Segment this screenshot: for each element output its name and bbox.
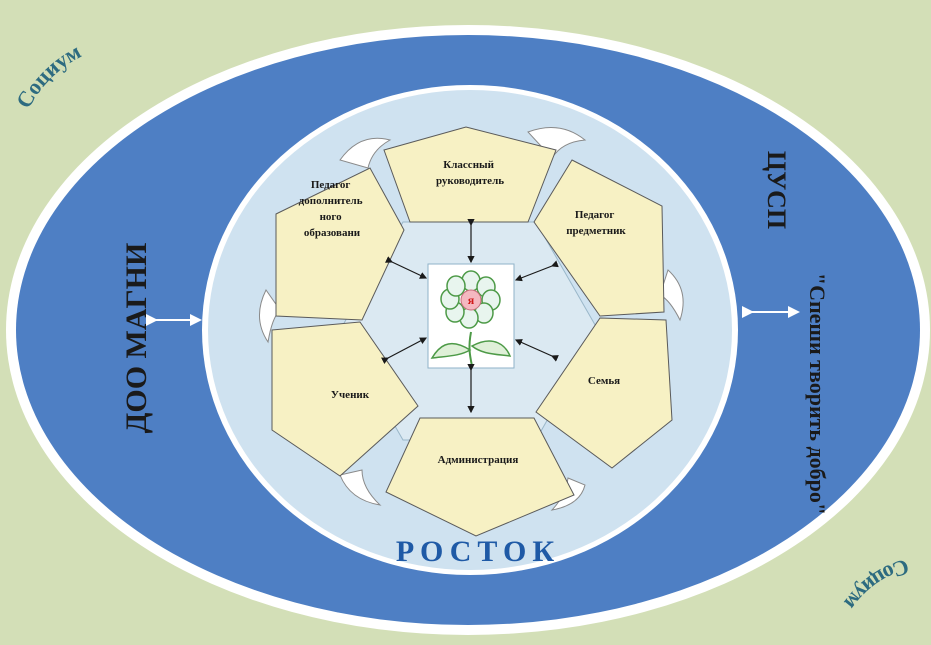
flower-stem bbox=[468, 331, 473, 367]
petal-label-class-leader: Классный руководитель bbox=[436, 159, 504, 187]
petal-class-leader bbox=[383, 126, 557, 223]
center-flower: я bbox=[427, 263, 515, 369]
left-org-label: ДОО МАГНИ bbox=[120, 243, 153, 434]
center-letter: я bbox=[468, 293, 475, 307]
arrow-upper-right bbox=[514, 260, 559, 282]
rostok-label: РОСТОК bbox=[396, 535, 560, 568]
flower-center bbox=[460, 289, 482, 311]
arrow-upper-left bbox=[385, 256, 428, 279]
petal-labels: Классный руководитель Педагог предметник… bbox=[299, 159, 627, 466]
arrow-lower-right bbox=[514, 339, 559, 362]
petals bbox=[271, 126, 673, 537]
petal-label-student: Ученик bbox=[331, 389, 370, 401]
right-org-line2: "Спеши творить добро" bbox=[805, 273, 830, 515]
crescent-top-right bbox=[527, 127, 587, 159]
flower-leaf-right bbox=[470, 340, 512, 357]
petal-label-subject-teacher: Педагог предметник bbox=[566, 209, 626, 237]
petal-administration bbox=[385, 417, 575, 537]
petal-label-extra-education-teacher: Педагог дополнитель ного образовани bbox=[299, 179, 366, 239]
right-org-line1: ЦУСП bbox=[762, 151, 791, 229]
petal-extra-education-teacher bbox=[275, 167, 405, 321]
petal-label-family: Семья bbox=[588, 375, 620, 387]
petal-family bbox=[535, 317, 673, 469]
arrow-lower-left bbox=[381, 337, 428, 364]
crescent-bottom-left bbox=[339, 469, 382, 506]
crescent-top-left bbox=[339, 137, 392, 169]
petal-label-administration: Администрация bbox=[438, 454, 519, 466]
petal-subject-teacher bbox=[533, 159, 665, 317]
outer-arrows bbox=[146, 306, 800, 326]
flower-petals bbox=[440, 270, 501, 329]
flower-leaf-left bbox=[430, 342, 472, 359]
arrows bbox=[381, 219, 559, 414]
